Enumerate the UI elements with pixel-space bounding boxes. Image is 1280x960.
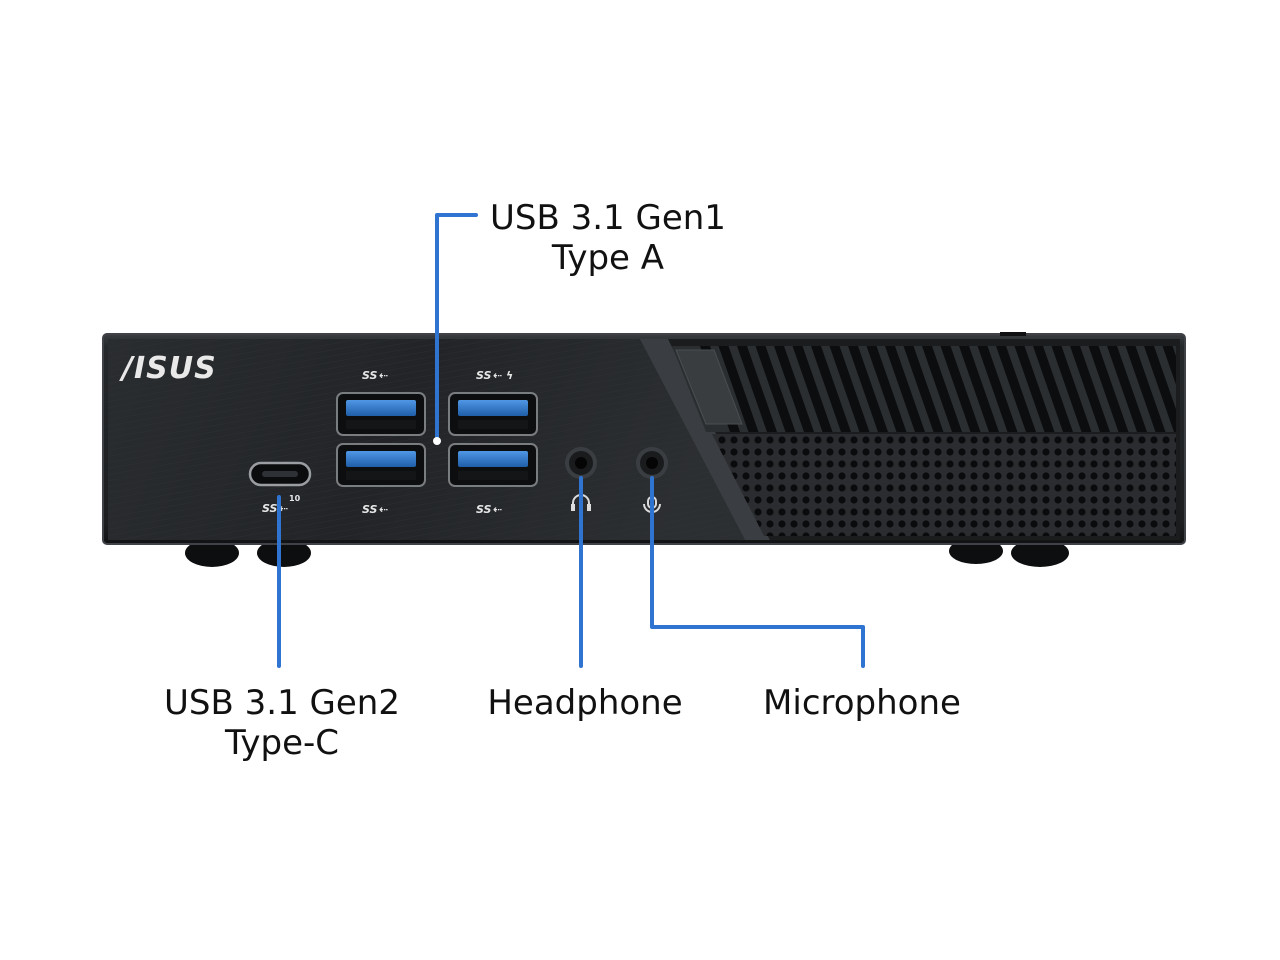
vent-slot [1181,346,1221,432]
vent-slot [829,346,870,432]
vent-slot [792,346,833,432]
vent-slot [774,346,814,432]
vent-slot [1144,346,1176,432]
vent-slot [811,346,851,432]
ss-mark-top-left: SS [362,369,378,382]
svg-text:⇠: ⇠ [379,503,388,516]
vent-slot [737,346,777,432]
vent-slot [1125,346,1166,432]
vent-slot [922,346,962,432]
vent-slot [940,346,981,432]
svg-text:⇠: ⇠ [279,502,288,515]
callout-line-usb-a [435,213,478,442]
callout-usb-a-line2: Type A [551,238,665,278]
microphone-jack [636,447,668,479]
vent-slot [1088,346,1129,432]
callout-usb-c-line2: Type-C [224,723,340,763]
vent-slot [1070,346,1110,432]
callout-label-microphone: Microphone [748,683,976,723]
vent-slot [885,346,925,432]
vent-slot [1014,346,1055,432]
callout-label-headphone: Headphone [472,683,698,723]
vent-slot [996,346,1036,432]
vent-slot [718,346,759,432]
ss-mark-usb-c: SS [262,502,278,515]
svg-text:⇠: ⇠ [493,503,502,516]
callout-dot-usb-a [433,437,441,445]
vent-slot [1162,346,1176,432]
vent-slot [1033,346,1073,432]
svg-text:⇠: ⇠ [379,369,388,382]
callout-usb-a-line1: USB 3.1 Gen1 [490,198,726,238]
ss-mark-usb-c-speed: 10 [289,494,301,503]
callout-label-usb-3-1-gen2-type-c: USB 3.1 Gen2 Type-C [152,683,412,763]
ss-mark-bottom-left: SS [362,503,378,516]
usb-a-port-top-right [448,392,538,436]
usb-a-port-bottom-left [336,443,426,487]
vent-slot [866,346,907,432]
vent-slot [1107,346,1147,432]
vent-slot [1051,346,1092,432]
ss-mark-top-right: SS [476,369,492,382]
vent-slot [977,346,1018,432]
headphone-jack [565,447,597,479]
usb-a-port-bottom-right [448,443,538,487]
usb-c-port [248,461,312,487]
callout-usb-c-line1: USB 3.1 Gen2 [164,683,400,723]
vent-slot [959,346,999,432]
vent-slot [755,346,796,432]
svg-text:⇠ ϟ: ⇠ ϟ [493,369,513,382]
usb-superspeed-markings: SS ⇠ SS ⇠ ϟ SS ⇠ SS ⇠ SS ⇠ 10 [262,369,513,516]
diagonal-accent [640,339,770,540]
asus-logo: /ISUS [119,351,217,386]
vent-slot [848,346,888,432]
ss-mark-bottom-right: SS [476,503,492,516]
vent-slot [903,346,944,432]
power-flap [675,349,743,425]
callout-headphone-line1: Headphone [487,683,683,723]
callout-label-usb-3-1-gen1-type-a: USB 3.1 Gen1 Type A [490,198,726,278]
usb-a-port-top-left [336,392,426,436]
callout-microphone-line1: Microphone [763,683,961,723]
callout-lines [277,213,865,668]
callout-line-microphone [650,476,865,668]
perforated-grille [712,434,1176,536]
